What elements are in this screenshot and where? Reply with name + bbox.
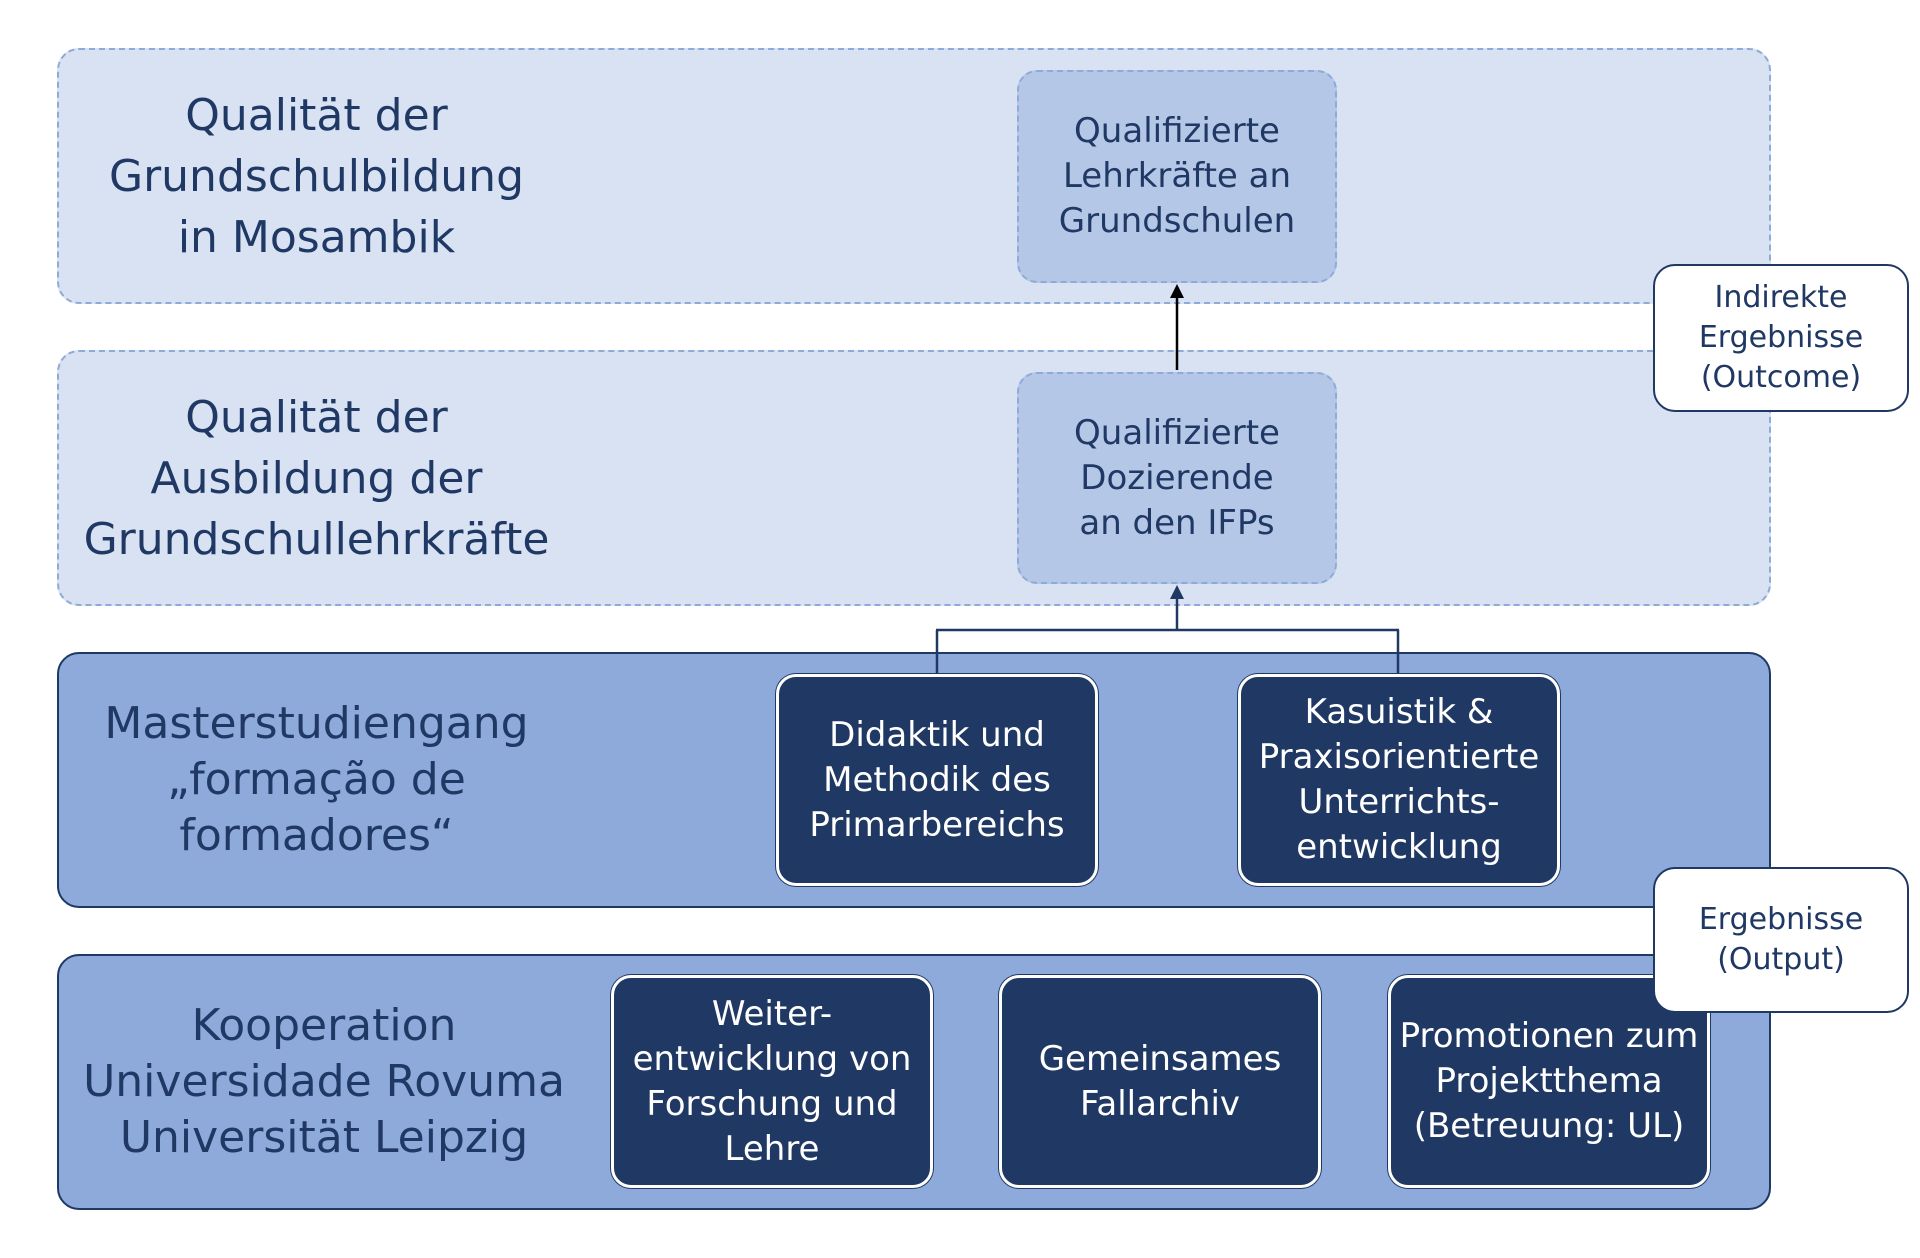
box-line: Kasuistik & bbox=[1304, 692, 1494, 732]
label-line: (Outcome) bbox=[1700, 360, 1862, 395]
box-line: Fallarchiv bbox=[1079, 1083, 1241, 1124]
box-line: Methodik des bbox=[823, 759, 1051, 800]
box-line: Praxisorientierte bbox=[1258, 737, 1540, 777]
box-line: Grundschulen bbox=[1058, 201, 1296, 241]
band-title-line: Qualität der bbox=[185, 391, 448, 443]
band-title-line: „formação de bbox=[167, 754, 466, 805]
box-didactics: Didaktik und Methodik des Primarbereichs bbox=[776, 674, 1098, 886]
label-output: Ergebnisse (Output) bbox=[1653, 867, 1909, 1013]
box-line: entwicklung bbox=[1296, 827, 1502, 867]
label-line: Indirekte bbox=[1714, 280, 1848, 315]
band-title-cooperation: Kooperation Universidade Rovuma Universi… bbox=[59, 956, 589, 1208]
box-line: Dozierende bbox=[1080, 457, 1274, 498]
box-line: Primarbereichs bbox=[809, 804, 1065, 845]
box-line: (Betreuung: UL) bbox=[1413, 1106, 1685, 1146]
box-line: Unterrichts- bbox=[1298, 782, 1500, 822]
box-line: Gemeinsames bbox=[1038, 1038, 1282, 1079]
box-line: Lehrkräfte an bbox=[1062, 156, 1292, 196]
band-title-line: Qualität der bbox=[185, 89, 448, 141]
box-doctorates: Promotionen zum Projektthema (Betreuung:… bbox=[1388, 975, 1710, 1188]
box-qualified-teachers: Qualifizierte Lehrkräfte an Grundschulen bbox=[1017, 70, 1337, 283]
box-line: Projektthema bbox=[1435, 1061, 1663, 1101]
box-line: entwicklung von bbox=[632, 1038, 912, 1079]
band-title-line: Universität Leipzig bbox=[119, 1112, 529, 1163]
box-qualified-lecturers: Qualifizierte Dozierende an den IFPs bbox=[1017, 372, 1337, 584]
label-line: (Output) bbox=[1717, 942, 1845, 977]
band-title-line: Grundschullehrkräfte bbox=[83, 513, 550, 565]
label-line: Ergebnisse bbox=[1698, 320, 1864, 355]
box-research: Weiter- entwicklung von Forschung und Le… bbox=[611, 975, 933, 1188]
box-line: Forschung und bbox=[646, 1083, 898, 1124]
band-title-line: formadores“ bbox=[179, 810, 454, 861]
band-title-school-quality: Qualität der Grundschulbildung in Mosamb… bbox=[59, 50, 574, 302]
band-teacher-training: Qualität der Ausbildung der Grundschulle… bbox=[57, 350, 1771, 606]
band-title-line: Grundschulbildung bbox=[108, 150, 524, 202]
box-line: Lehre bbox=[724, 1128, 820, 1169]
band-school-quality: Qualität der Grundschulbildung in Mosamb… bbox=[57, 48, 1771, 304]
label-outcome: Indirekte Ergebnisse (Outcome) bbox=[1653, 264, 1909, 412]
band-title-masters: Masterstudiengang „formação de formadore… bbox=[59, 654, 574, 906]
band-title-line: Kooperation bbox=[191, 1000, 457, 1051]
box-line: Promotionen zum bbox=[1399, 1016, 1699, 1056]
box-line: Qualifizierte bbox=[1074, 412, 1280, 453]
band-title-teacher-training: Qualität der Ausbildung der Grundschulle… bbox=[59, 352, 574, 604]
box-line: Qualifizierte bbox=[1074, 111, 1280, 151]
box-casuistics: Kasuistik & Praxisorientierte Unterricht… bbox=[1238, 674, 1560, 886]
band-title-line: Universidade Rovuma bbox=[83, 1056, 565, 1107]
band-title-line: Masterstudiengang bbox=[104, 698, 529, 749]
box-case-archive: Gemeinsames Fallarchiv bbox=[999, 975, 1321, 1188]
box-line: Weiter- bbox=[711, 993, 833, 1034]
band-title-line: in Mosambik bbox=[177, 211, 456, 263]
label-line: Ergebnisse bbox=[1698, 902, 1864, 937]
box-line: Didaktik und bbox=[829, 714, 1045, 755]
box-line: an den IFPs bbox=[1079, 502, 1275, 543]
band-title-line: Ausbildung der bbox=[150, 452, 483, 504]
